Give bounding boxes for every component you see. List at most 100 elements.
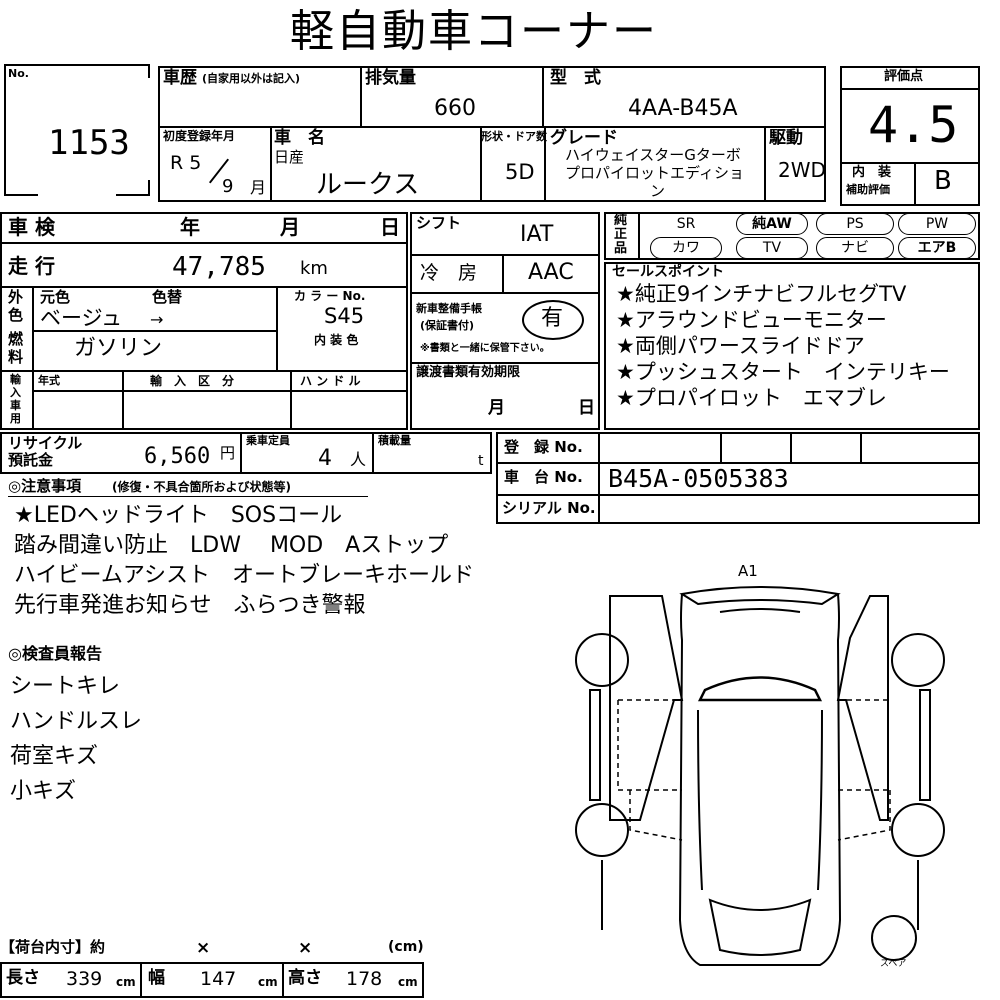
page-title: 軽自動車コーナー — [290, 6, 658, 57]
sales-point-4: ★プッシュスタート インテリキー — [616, 360, 950, 384]
spare-label: スペア — [880, 959, 907, 969]
score-value: 4.5 — [868, 96, 959, 154]
equipment-alloy-wheels: 純AW — [736, 213, 808, 235]
equipment-leather: カワ — [650, 237, 722, 259]
first-reg-month: 9 — [222, 176, 234, 197]
score-box — [840, 66, 980, 206]
equipment-airbag: エアB — [898, 237, 976, 259]
registration-label: 登 録 No. — [504, 438, 583, 456]
warranty-label-1: 新車整備手帳 — [416, 302, 482, 315]
inspector-label: ◎検査員報告 — [8, 644, 102, 663]
import-class-label: 輸 入 区 分 — [150, 374, 235, 388]
transfer-month: 月 — [488, 398, 505, 418]
doors-value: 5D — [505, 160, 535, 184]
drive-value: 2WD — [778, 158, 826, 182]
note-line-3: ハイビームアシスト オートブレーキホールド — [14, 563, 475, 588]
recycle-label-1: リサイクル — [8, 434, 83, 452]
score-label: 評価点 — [884, 69, 924, 84]
grade-line-3: ン — [650, 182, 666, 200]
color-change-label: 色替 — [152, 288, 183, 306]
color-value: ベージュ — [40, 306, 123, 330]
import-handle-label: ハ ン ド ル — [300, 374, 361, 388]
sales-point-2: ★アラウンドビューモニター — [616, 308, 887, 332]
equipment-sr: SR — [676, 216, 696, 232]
import-label-1: 輸 — [10, 373, 21, 386]
cargo-height-unit: cm — [398, 975, 418, 989]
equipment-label-2: 正 — [614, 227, 628, 242]
mileage-value: 47,785 — [172, 252, 266, 282]
mileage-label: 走 行 — [8, 254, 55, 278]
color-label-2: 色 — [8, 306, 24, 324]
import-year-label: 年式 — [38, 374, 60, 387]
interior-label-1: 内 装 — [852, 165, 892, 180]
chassis-value: B45A-0505383 — [608, 464, 789, 493]
note-line-2: 踏み間違い防止 LDW MOD Aストップ — [14, 533, 449, 558]
cargo-times-1: × — [196, 938, 211, 958]
car-maker: 日産 — [274, 148, 305, 166]
color-arrow: → — [150, 310, 164, 329]
warranty-value: 有 — [541, 306, 564, 331]
displacement-label: 排気量 — [365, 68, 416, 88]
sales-point-5: ★プロパイロット エマブレ — [616, 386, 887, 410]
import-label-3: 車 — [10, 399, 21, 412]
first-reg-era: R 5 — [170, 152, 202, 174]
recycle-unit: 円 — [220, 444, 236, 462]
inspector-line-4: 小キズ — [10, 779, 77, 804]
ac-label: 冷 房 — [420, 262, 478, 284]
doors-label: 形状・ドア数 — [481, 130, 547, 143]
inspection-year: 年 — [180, 215, 200, 239]
sales-points-box — [604, 262, 980, 430]
import-label-2: 入 — [10, 386, 21, 399]
car-damage-diagram — [575, 586, 945, 966]
inspection-day: 日 — [380, 215, 400, 239]
inspection-label: 車 検 — [8, 215, 55, 239]
history-note: (自家用以外は記入) — [202, 72, 301, 85]
transfer-day: 日 — [578, 398, 595, 418]
sales-point-1: ★純正9インチナビフルセグTV — [616, 282, 907, 306]
transfer-label: 譲渡書類有効期限 — [416, 365, 521, 380]
equipment-navi: ナビ — [816, 237, 894, 259]
registration-grid — [496, 432, 980, 524]
fuel-value: ガソリン — [74, 336, 163, 361]
model-value: 4AA-B45A — [628, 96, 738, 121]
first-reg-month-unit: 月 — [250, 178, 267, 197]
interior-value: B — [934, 166, 952, 196]
color-orig-label: 元色 — [40, 288, 71, 306]
drive-label: 駆動 — [769, 128, 803, 148]
warranty-circle — [522, 300, 584, 340]
shift-grid — [410, 212, 600, 430]
vehicle-info-grid — [158, 66, 826, 202]
equipment-label-1: 純 — [614, 213, 628, 228]
cargo-label: 【荷台内寸】約 — [0, 938, 106, 956]
displacement-value: 660 — [434, 96, 476, 121]
recycle-value: 6,560 — [144, 444, 211, 469]
inspection-month: 月 — [280, 215, 300, 239]
grade-line-1: ハイウェイスターGターボ — [565, 146, 741, 164]
cargo-width-unit: cm — [258, 975, 278, 989]
mileage-unit: km — [300, 258, 328, 279]
serial-label: シリアル No. — [502, 499, 596, 517]
load-label: 積載量 — [378, 434, 411, 447]
lot-label: No. — [8, 67, 29, 80]
sales-point-3: ★両側パワースライドドア — [616, 334, 865, 358]
fuel-label-2: 料 — [8, 348, 24, 366]
cargo-height-label: 高さ — [288, 968, 322, 988]
notes-label: ◎注意事項 — [8, 477, 82, 495]
cargo-grid — [0, 962, 424, 998]
chassis-label: 車 台 No. — [504, 468, 583, 486]
cargo-length-label: 長さ — [6, 968, 40, 988]
inspector-line-3: 荷室キズ — [10, 744, 99, 769]
capacity-value: 4 — [318, 446, 332, 471]
interior-color-label: 内 装 色 — [314, 333, 359, 347]
grade-line-2: プロパイロットエディショ — [565, 164, 744, 182]
cargo-width: 147 — [200, 968, 237, 990]
cargo-unit-label: (cm) — [388, 939, 424, 955]
cargo-length-unit: cm — [116, 975, 136, 989]
shift-value: IAT — [520, 222, 554, 247]
color-code: S45 — [324, 304, 365, 328]
spec-grid — [0, 212, 408, 430]
ac-value: AAC — [528, 260, 574, 285]
inspector-line-2: ハンドルスレ — [10, 709, 143, 734]
car-name-label: 車 名 — [274, 128, 325, 148]
fuel-label-1: 燃 — [8, 330, 24, 348]
